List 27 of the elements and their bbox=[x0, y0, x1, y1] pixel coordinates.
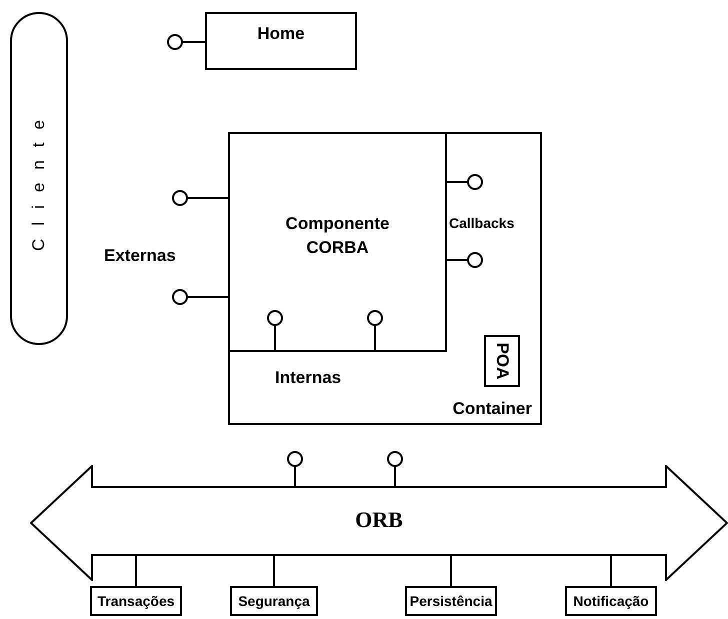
service-box bbox=[565, 586, 657, 616]
service-box bbox=[405, 586, 497, 616]
component-box bbox=[205, 12, 357, 70]
container-box bbox=[228, 132, 542, 425]
connector-line bbox=[450, 555, 452, 586]
node-label: Segurança bbox=[238, 593, 310, 609]
adapter-box bbox=[484, 335, 520, 387]
node-label: Transações bbox=[97, 593, 175, 609]
bus-double-arrow bbox=[30, 465, 728, 581]
node-label: POA bbox=[492, 342, 512, 380]
node-label: Persistência bbox=[410, 593, 492, 609]
node-label: Home bbox=[257, 24, 305, 44]
connector-line bbox=[610, 555, 612, 586]
connector-line bbox=[273, 555, 275, 586]
node-label: ORB bbox=[355, 507, 403, 533]
interface-group-label: Externas bbox=[104, 246, 176, 266]
node-label: Container bbox=[452, 399, 532, 419]
interface-group-label: Callbacks bbox=[449, 215, 514, 231]
node-label: Componente CORBA bbox=[284, 213, 390, 259]
service-box bbox=[90, 586, 182, 616]
interface-group-label: Internas bbox=[275, 368, 342, 388]
node-label: Cliente bbox=[29, 106, 49, 250]
node-label: Notificação bbox=[573, 593, 649, 609]
service-box bbox=[230, 586, 318, 616]
client-pill bbox=[10, 12, 68, 345]
component-box bbox=[228, 132, 447, 352]
connector-line bbox=[135, 555, 137, 586]
